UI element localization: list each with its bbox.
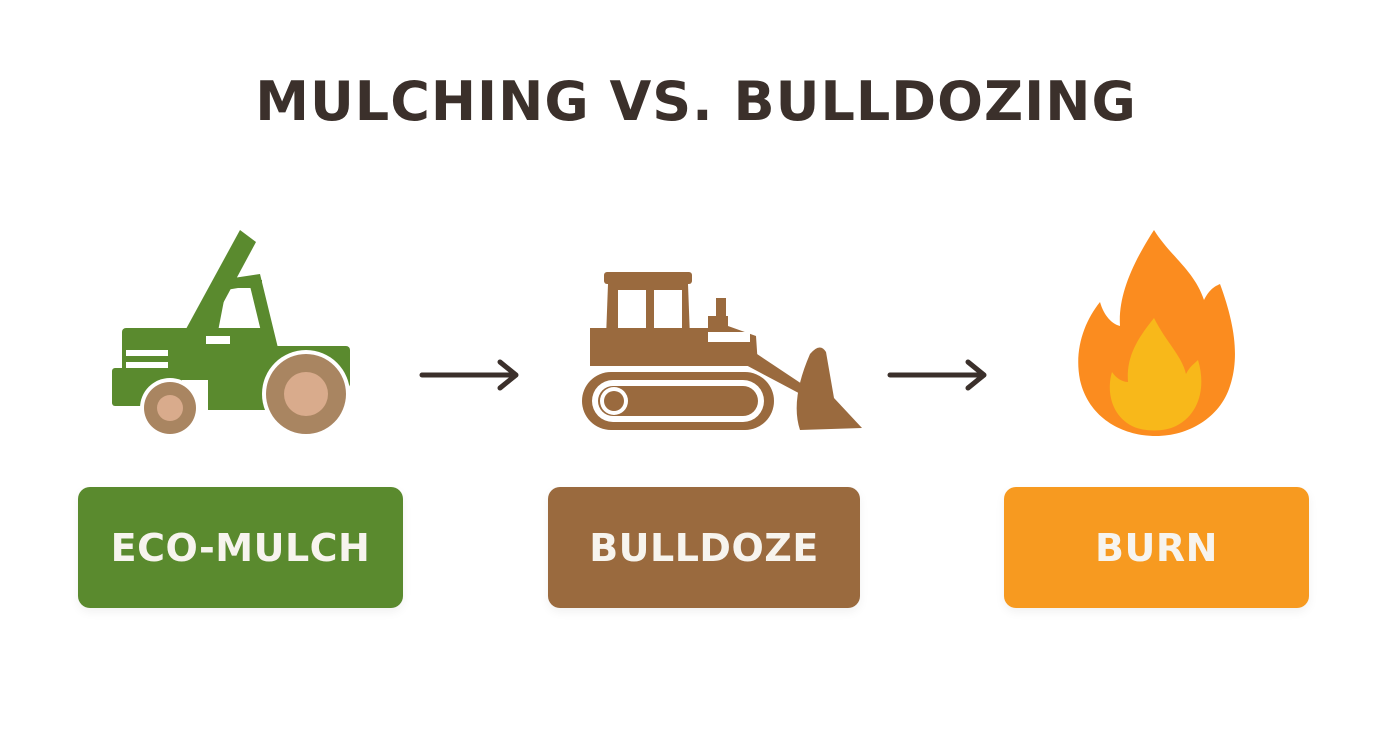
bulldoze-label: BULLDOZE <box>589 525 819 570</box>
burn-label-box: BURN <box>1004 487 1309 608</box>
arrow-right-icon <box>419 359 519 391</box>
eco-mulch-label: ECO-MULCH <box>110 525 371 570</box>
mulcher-tractor-icon <box>112 230 350 438</box>
bulldozer-icon <box>582 272 862 430</box>
page-title: MULCHING VS. BULLDOZING <box>255 70 1137 133</box>
eco-mulch-label-box: ECO-MULCH <box>78 487 403 608</box>
burn-label: BURN <box>1095 525 1218 570</box>
fire-icon <box>1078 230 1235 436</box>
arrow-right-icon <box>887 359 987 391</box>
bulldoze-label-box: BULLDOZE <box>548 487 860 608</box>
